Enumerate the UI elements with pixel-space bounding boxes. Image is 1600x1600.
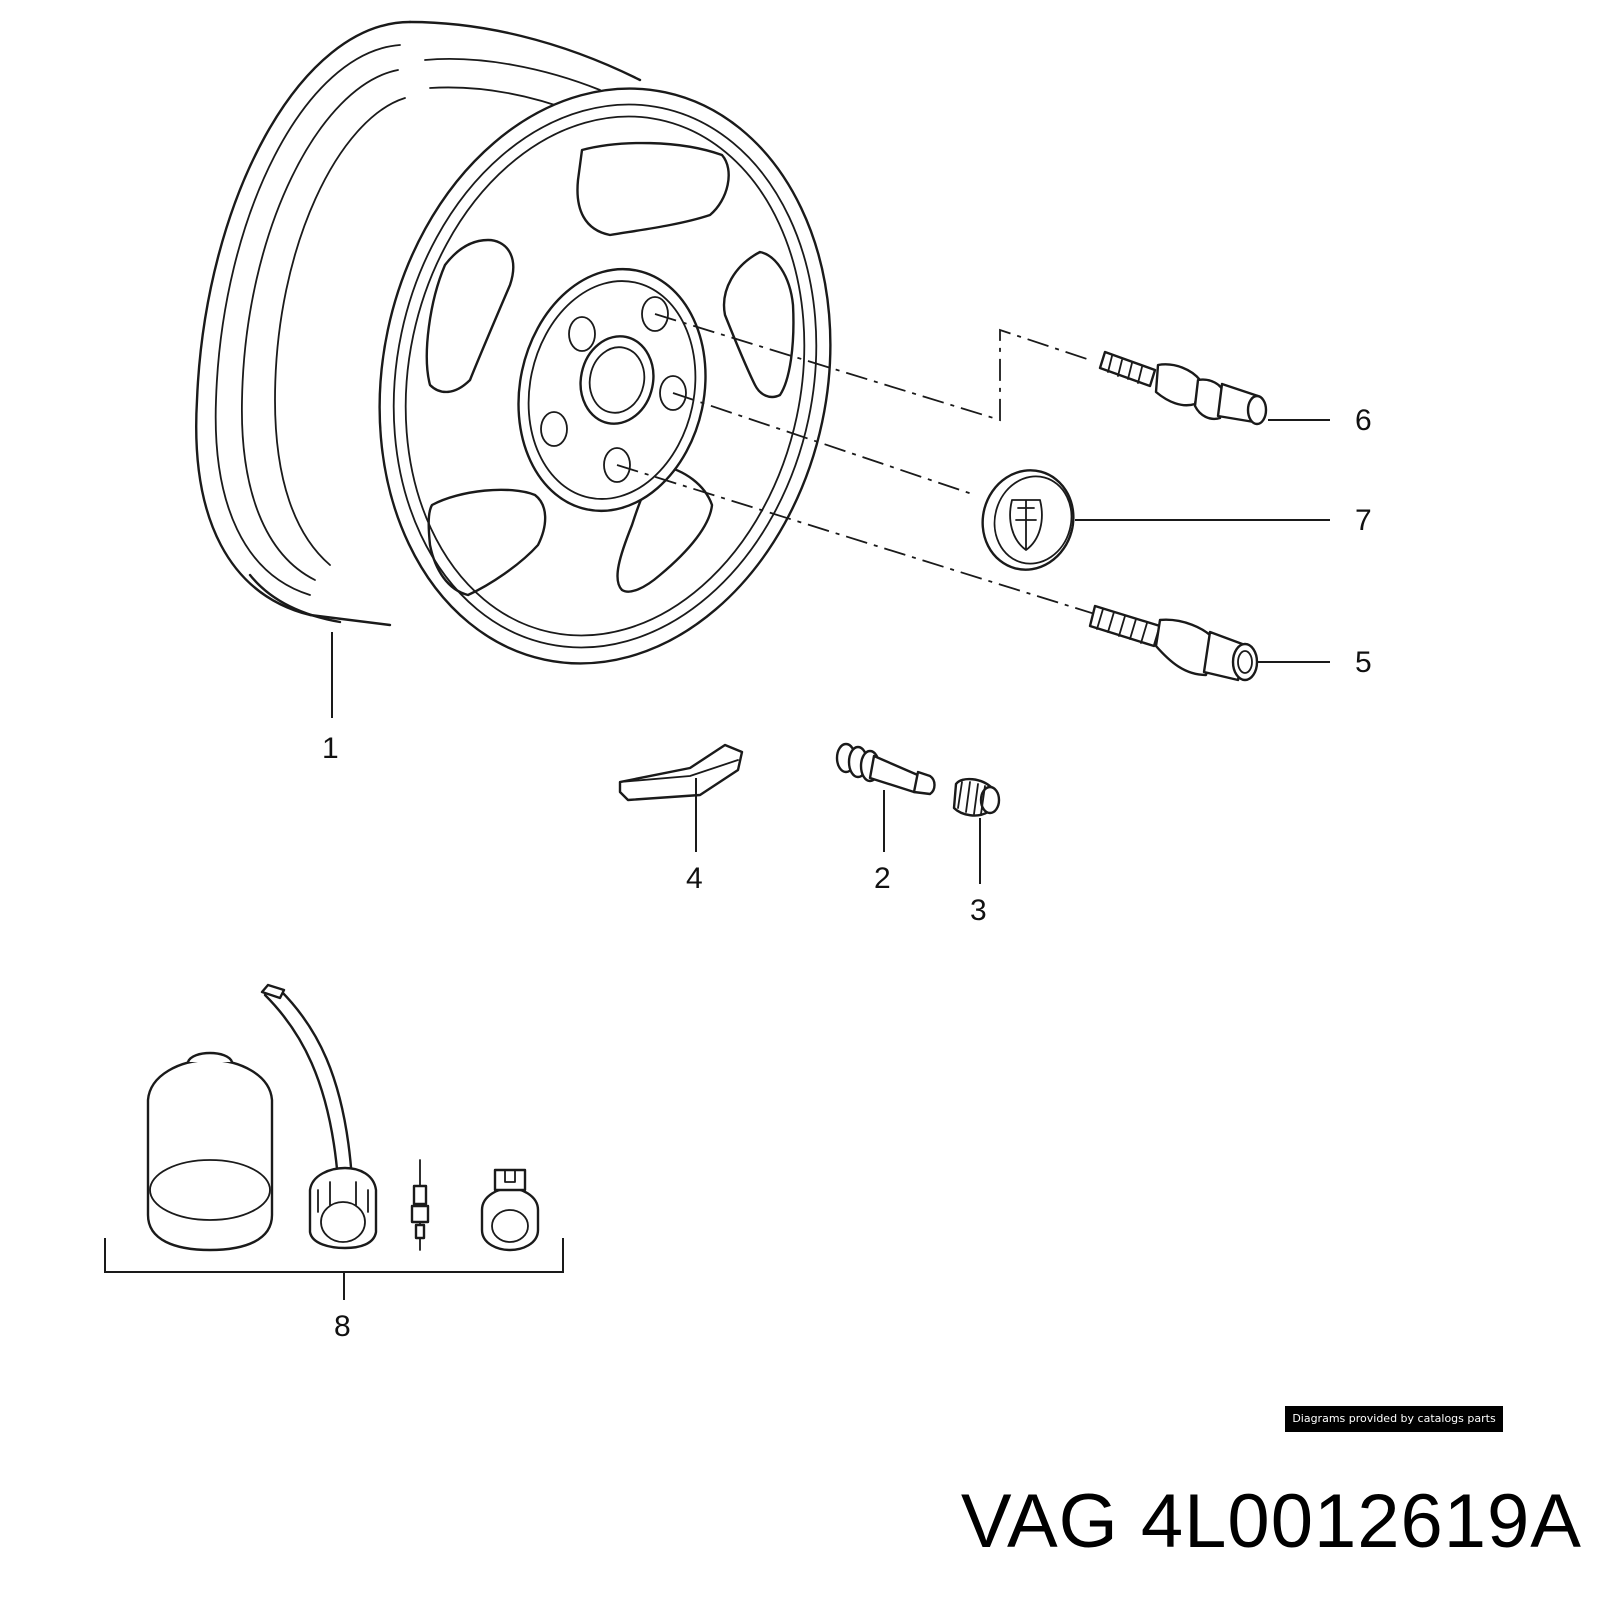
wheel-rim[interactable] xyxy=(195,20,882,706)
tpms-kit-8[interactable] xyxy=(146,983,540,1252)
balance-weight-4[interactable] xyxy=(618,743,744,802)
callout-label-7: 7 xyxy=(1355,504,1372,537)
callout-8: 8 xyxy=(104,1238,564,1343)
callout-label-4: 4 xyxy=(686,862,703,895)
part-number: VAG 4L0012619A xyxy=(960,1479,1582,1564)
credit-banner: Diagrams provided by catalogs parts xyxy=(1285,1406,1503,1432)
callout-label-1: 1 xyxy=(322,732,339,765)
callout-3: 3 xyxy=(970,818,987,927)
valve-stem-2[interactable] xyxy=(835,742,936,796)
callout-label-8: 8 xyxy=(334,1310,351,1343)
crest-icon xyxy=(1009,499,1043,551)
callout-5: 5 xyxy=(1258,646,1372,679)
wheel-bolt-6[interactable] xyxy=(1098,350,1268,426)
callout-6: 6 xyxy=(1268,404,1372,437)
callout-label-2: 2 xyxy=(874,862,891,895)
valve-cap-3[interactable] xyxy=(952,777,1001,817)
callout-4: 4 xyxy=(686,778,703,895)
center-cap-7[interactable] xyxy=(972,460,1085,580)
callout-label-5: 5 xyxy=(1355,646,1372,679)
wheel-bolt-5[interactable] xyxy=(1088,604,1259,682)
alignment-lines xyxy=(616,313,1099,616)
callout-2: 2 xyxy=(874,790,891,895)
callout-1: 1 xyxy=(322,632,339,765)
callout-7: 7 xyxy=(1075,504,1372,537)
callout-label-6: 6 xyxy=(1355,404,1372,437)
callout-label-3: 3 xyxy=(970,894,987,927)
